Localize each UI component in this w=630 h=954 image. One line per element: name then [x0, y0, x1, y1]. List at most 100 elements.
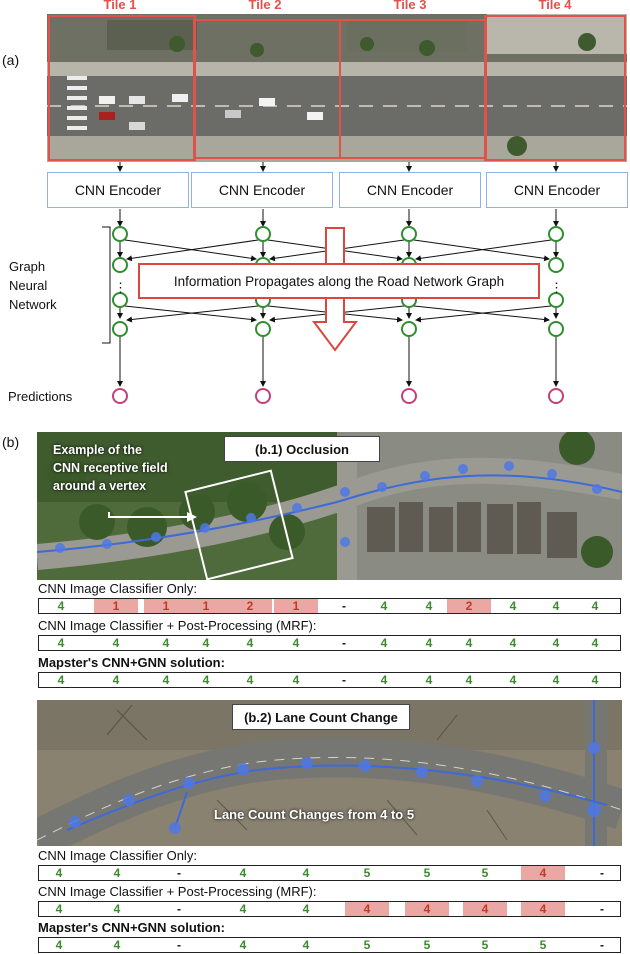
- prediction-cell: 4: [113, 938, 121, 952]
- prediction-cell: 4: [465, 673, 473, 687]
- b2-row-3-title: Mapster's CNN+GNN solution:: [38, 920, 225, 935]
- ellipsis-col-1: ⋮: [114, 280, 127, 295]
- prediction-cell: 4: [162, 673, 170, 687]
- prediction-cell: 4: [591, 599, 599, 613]
- lane-change-aerial-image: [37, 700, 622, 846]
- prediction-cell: 4: [55, 902, 63, 916]
- prediction-cell: 4: [425, 636, 433, 650]
- prediction-cell: 4: [463, 902, 507, 916]
- prediction-cell: 4: [380, 636, 388, 650]
- prediction-cell: 4: [465, 636, 473, 650]
- prediction-cell: 5: [423, 866, 431, 880]
- prediction-cell: 4: [292, 673, 300, 687]
- prediction-cell: 4: [239, 866, 247, 880]
- prediction-cell: 4: [246, 673, 254, 687]
- tile-2-label: Tile 2: [248, 0, 282, 12]
- receptive-field-note-line-1: Example of the: [53, 443, 142, 457]
- prediction-cell: 4: [202, 636, 210, 650]
- prediction-cell: -: [177, 938, 181, 952]
- prediction-cell: 1: [184, 599, 228, 613]
- prediction-cell: 4: [380, 599, 388, 613]
- graph-network-diagram: [102, 162, 564, 404]
- gnn-label-line-3: Network: [9, 297, 57, 312]
- receptive-field-note: Example of the CNN receptive field aroun…: [53, 441, 168, 495]
- panel-b-label: (b): [2, 434, 20, 450]
- prediction-cell: 2: [228, 599, 272, 613]
- prediction-cell: 4: [425, 599, 433, 613]
- occlusion-caption: (b.1) Occlusion: [224, 436, 380, 462]
- cnn-encoder-1: CNN Encoder: [47, 172, 189, 208]
- prediction-cell: -: [342, 673, 346, 687]
- prediction-cell: 1: [144, 599, 188, 613]
- receptive-field-note-line-2: CNN receptive field: [53, 461, 168, 475]
- prediction-cell: 4: [113, 902, 121, 916]
- prediction-cell: 4: [57, 673, 65, 687]
- prediction-cell: 4: [202, 673, 210, 687]
- receptive-field-note-line-3: around a vertex: [53, 479, 147, 493]
- prediction-cell: 4: [591, 673, 599, 687]
- prediction-cell: 4: [552, 673, 560, 687]
- gnn-label: Graph Neural Network: [9, 257, 57, 314]
- prediction-cell: 2: [447, 599, 491, 613]
- prediction-cell: -: [600, 938, 604, 952]
- prediction-cell: 4: [113, 866, 121, 880]
- cnn-encoder-2: CNN Encoder: [191, 172, 333, 208]
- prediction-cell: 4: [246, 636, 254, 650]
- prediction-cell: -: [177, 866, 181, 880]
- propagation-box: Information Propagates along the Road Ne…: [138, 263, 540, 299]
- b1-row-2-title: CNN Image Classifier + Post-Processing (…: [38, 618, 317, 633]
- occlusion-aerial-graphic: [37, 432, 622, 580]
- tile-4-label: Tile 4: [538, 0, 572, 12]
- prediction-cell: 4: [55, 866, 63, 880]
- prediction-cell: 4: [425, 673, 433, 687]
- prediction-cell: 4: [55, 938, 63, 952]
- prediction-cell: 4: [509, 599, 517, 613]
- panel-a-label: (a): [2, 52, 20, 68]
- gnn-label-line-1: Graph: [9, 259, 46, 274]
- prediction-cell: 4: [302, 902, 310, 916]
- b2-row-2-title: CNN Image Classifier + Post-Processing (…: [38, 884, 317, 899]
- lane-change-note: Lane Count Changes from 4 to 5: [214, 807, 415, 822]
- prediction-cell: 5: [481, 938, 489, 952]
- prediction-cell: 4: [112, 673, 120, 687]
- prediction-cell: 1: [94, 599, 138, 613]
- lane-change-caption: (b.2) Lane Count Change: [232, 704, 410, 730]
- prediction-cell: 4: [112, 636, 120, 650]
- prediction-cell: 4: [345, 902, 389, 916]
- prediction-cell: 4: [302, 866, 310, 880]
- gnn-label-line-2: Neural: [9, 278, 48, 293]
- prediction-cell: 4: [552, 636, 560, 650]
- prediction-cell: 4: [302, 938, 310, 952]
- b2-row-1-title: CNN Image Classifier Only:: [38, 848, 197, 863]
- prediction-cell: 1: [274, 599, 318, 613]
- ellipsis-col-4: ⋮: [550, 280, 563, 295]
- tile-3-label: Tile 3: [393, 0, 427, 12]
- prediction-cell: 4: [239, 938, 247, 952]
- prediction-cell: 4: [380, 673, 388, 687]
- prediction-cell: 4: [57, 636, 65, 650]
- prediction-cell: -: [342, 636, 346, 650]
- lane-change-aerial-graphic: [37, 700, 622, 846]
- prediction-cell: 4: [292, 636, 300, 650]
- aerial-tiles-image: [47, 14, 627, 162]
- prediction-cell: -: [342, 599, 346, 613]
- prediction-cell: 5: [423, 938, 431, 952]
- aerial-tiles-graphic: [47, 14, 627, 162]
- prediction-cell: 4: [57, 599, 65, 613]
- cnn-encoder-3: CNN Encoder: [339, 172, 481, 208]
- prediction-cell: 5: [481, 866, 489, 880]
- predictions-label: Predictions: [8, 389, 73, 404]
- tile-1-label: Tile 1: [103, 0, 137, 12]
- prediction-cell: 5: [363, 866, 371, 880]
- prediction-cell: 5: [539, 938, 547, 952]
- prediction-cell: 4: [591, 636, 599, 650]
- prediction-cell: 4: [162, 636, 170, 650]
- prediction-cell: 4: [405, 902, 449, 916]
- b1-row-3-title: Mapster's CNN+GNN solution:: [38, 655, 225, 670]
- prediction-cell: -: [177, 902, 181, 916]
